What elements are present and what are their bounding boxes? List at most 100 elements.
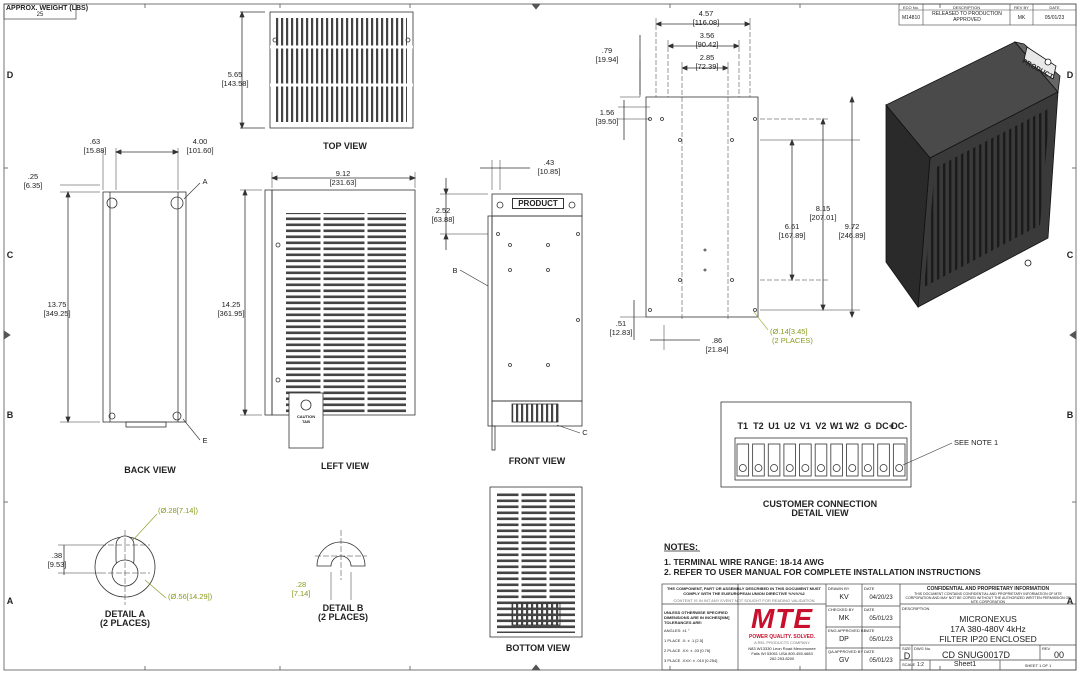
detail-a-label: DETAIL A <box>104 609 146 619</box>
caution-tab-label: TAB <box>302 419 310 424</box>
note-1: 1. TERMINAL WIRE RANGE: 18-14 AWG <box>664 557 825 567</box>
back-top-mm: [6.35] <box>23 181 43 190</box>
back-width-mm: [15.88] <box>83 146 107 155</box>
zone-d-right: D <box>1066 70 1074 80</box>
detail-a-hole-dia: (Ø.56[14.29]) <box>168 592 213 601</box>
detail-b-sub: (2 PLACES) <box>317 612 368 622</box>
tolerance-3place: 3 PLACE .XXX: ± .010 [0.254] <box>664 658 718 663</box>
sheet-name: Sheet1 <box>953 661 977 668</box>
detail-a-drawing <box>58 513 167 605</box>
eng-date: 05/01/23 <box>869 637 893 643</box>
qa-label: QA APPROVED BY <box>828 649 864 654</box>
terminal-screw <box>817 464 825 472</box>
back-width-in: .63 <box>89 137 101 146</box>
back-width2-in: 4.00 <box>192 137 208 146</box>
terminal-label: G <box>864 421 872 431</box>
mount-b1-in: .51 <box>615 319 627 328</box>
mount-w1-mm: [116.08] <box>692 18 720 27</box>
detail-a-slot-dia: (Ø.28[7.14]) <box>158 506 199 515</box>
terminal-label: W1 <box>829 421 844 431</box>
terminal-screw <box>832 464 841 472</box>
back-width2-mm: [101.60] <box>186 146 214 155</box>
zone-c-right: C <box>1066 250 1074 260</box>
mount-t2-mm: [39.50] <box>595 117 619 126</box>
detail-a-height-in: .38 <box>51 551 63 560</box>
mount-t2-in: 1.56 <box>599 108 615 117</box>
top-height-mm: [143.58] <box>221 79 249 88</box>
revision-table-frame <box>898 3 1077 26</box>
terminal-label: W2 <box>845 421 859 431</box>
rev-header-by: REV BY <box>1014 5 1029 10</box>
rev-header-eco: ECO No. <box>902 5 919 10</box>
terminal-screw <box>895 464 904 472</box>
size-label: SIZE <box>902 646 911 651</box>
terminal-label: DC+ <box>875 421 894 431</box>
detail-b-label: DETAIL B <box>322 603 364 613</box>
description-line-1: MICRONEXUS <box>959 614 1017 624</box>
callout-e: E <box>202 436 208 445</box>
back-height-in: 13.75 <box>47 300 67 309</box>
callout-a: A <box>202 177 208 186</box>
mte-company: A REL PRODUCTS COMPANY <box>754 640 810 645</box>
mount-w1-in: 4.57 <box>698 9 714 18</box>
bottom-view-drawing <box>489 486 583 638</box>
checked-date: 05/01/23 <box>869 616 893 622</box>
zone-a-right: A <box>1066 596 1074 606</box>
front-view-label: FRONT VIEW <box>508 456 566 466</box>
detail-b-drawing <box>315 530 367 600</box>
eng-date-label: DATE <box>864 628 875 633</box>
terminal-screw <box>785 464 794 472</box>
terminal-label: V2 <box>815 421 827 431</box>
back-view-label: BACK VIEW <box>124 465 176 475</box>
customer-connection-label: CUSTOMER CONNECTION <box>762 499 878 509</box>
left-height-mm: [361.95] <box>217 309 245 318</box>
detail-b-width-in: .28 <box>295 580 307 589</box>
top-view-drawing <box>239 10 414 130</box>
rev-value: 00 <box>1053 650 1064 660</box>
terminal-screw <box>801 464 810 472</box>
checked-by: MK <box>838 615 850 622</box>
zone-d-left: D <box>6 70 14 80</box>
terminal-cell <box>736 443 750 477</box>
eng-label: ENG APPROVED BY <box>828 628 867 633</box>
weight-value: 25 <box>36 12 44 18</box>
qa-date-label: DATE <box>864 649 875 654</box>
mount-h1-in: 8.15 <box>815 204 831 213</box>
rev-header-desc: DESCRIPTION <box>952 5 981 10</box>
drawn-by-label: DRAWN BY <box>828 586 850 591</box>
terminal-label: DC- <box>891 421 908 431</box>
back-top-in: .25 <box>27 172 39 181</box>
mount-t1-in: .79 <box>601 46 613 55</box>
zone-b-right: B <box>1066 410 1074 420</box>
detail-a-height-mm: [9.53] <box>47 560 67 569</box>
terminal-screw <box>848 464 857 472</box>
terminal-label: U1 <box>768 421 780 431</box>
mount-h1-mm: [207.01] <box>809 213 837 222</box>
compliance-text: THE COMPONENT, PART OR ASSEMBLY DESCRIBE… <box>666 586 821 596</box>
mount-w2-in: 3.56 <box>699 31 715 40</box>
rev-by: MK <box>1017 15 1026 21</box>
checked-date-label: DATE <box>864 607 875 612</box>
description-label: DESCRIPTION <box>902 606 930 611</box>
mount-h2-in: 6.61 <box>784 222 800 231</box>
terminal-cell <box>799 443 812 477</box>
zone-b-left: B <box>6 410 14 420</box>
mount-h3-mm: [246.89] <box>838 231 866 240</box>
bottom-view-label: BOTTOM VIEW <box>505 643 571 653</box>
terminal-cell <box>752 443 765 477</box>
front-product-label: PRODUCT <box>512 198 564 209</box>
left-view-drawing <box>240 172 417 449</box>
mte-slogan: POWER QUALITY. SOLVED. <box>748 634 816 640</box>
back-height-mm: [349.25] <box>43 309 71 318</box>
eng-approved-by: DP <box>839 636 849 643</box>
left-view-label: LEFT VIEW <box>321 461 369 471</box>
confidential-text: THIS DOCUMENT CONTAINS CONFIDENTIAL AND … <box>905 592 1071 604</box>
rev-label: REV <box>1042 646 1051 651</box>
callout-b: B <box>452 266 458 275</box>
terminal-label: V1 <box>799 421 811 431</box>
rev-date: 05/01/23 <box>1044 15 1065 21</box>
notes-title: NOTES: <box>664 542 699 552</box>
left-width-mm: [231.63] <box>329 178 357 187</box>
terminal-cell <box>767 443 781 477</box>
